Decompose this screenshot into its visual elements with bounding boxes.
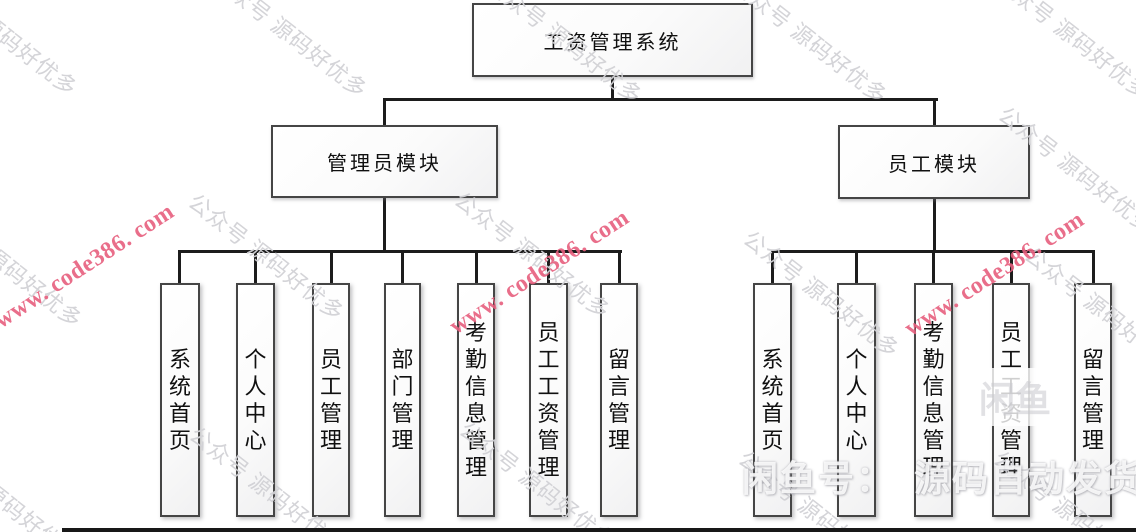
leaf-node-admin-salary-mgmt: 员工工资管理 (529, 283, 568, 517)
connector-leaf-stub (254, 250, 257, 285)
leaf-node-admin-employee-mgmt: 员工管理 (312, 283, 350, 517)
module-node-label: 员工模块 (888, 153, 980, 176)
leaf-label: 留言管理 (1081, 347, 1104, 453)
connector-leaf-stub (547, 250, 550, 285)
root-node-label: 工资管理系统 (543, 31, 682, 54)
connector-leaf-stub (932, 250, 935, 285)
leaf-label: 部门管理 (391, 347, 414, 453)
leaf-label: 系统首页 (761, 347, 784, 453)
leaf-node-staff-attendance-mgmt: 考勤信息管理 (914, 283, 953, 517)
leaf-node-staff-salary-mgmt: 员工工资管理 (992, 283, 1030, 517)
leaf-label: 个人中心 (244, 347, 267, 453)
leaf-node-staff-home: 系统首页 (753, 283, 792, 517)
leaf-label: 员工管理 (319, 347, 342, 453)
connector-leaf-stub (1092, 250, 1095, 285)
leaf-node-admin-department-mgmt: 部门管理 (384, 283, 421, 517)
leaf-label: 员工工资管理 (537, 320, 560, 480)
leaf-node-staff-message-mgmt: 留言管理 (1074, 283, 1112, 517)
root-node-salary-system: 工资管理系统 (472, 3, 753, 77)
connector-main-horizontal (383, 98, 938, 101)
module-node-admin: 管理员模块 (271, 125, 498, 198)
leaf-node-admin-personal-center: 个人中心 (236, 283, 275, 517)
watermark-wechat: 公众号 源码好优多 (206, 0, 373, 103)
connector-leaf-stub (771, 250, 774, 285)
connector-admin-drop (383, 98, 386, 127)
leaf-label: 考勤信息管理 (922, 320, 945, 480)
watermark-code386: www. code386. com (0, 198, 179, 334)
leaf-label: 员工工资管理 (999, 320, 1022, 480)
leaf-label: 留言管理 (607, 347, 630, 453)
connector-staff-drop (933, 98, 936, 127)
connector-admin-down (383, 196, 386, 253)
leaf-node-staff-personal-center: 个人中心 (837, 283, 876, 517)
connector-leaf-stub (1010, 250, 1013, 285)
connector-leaf-stub (475, 250, 478, 285)
module-node-label: 管理员模块 (327, 153, 442, 175)
leaf-node-admin-home: 系统首页 (160, 283, 200, 517)
connector-root-stub (611, 75, 614, 101)
module-node-staff: 员工模块 (838, 125, 1030, 199)
connector-leaf-stub (401, 250, 404, 285)
connector-leaf-stub (618, 250, 621, 285)
watermark-wechat: 公众号 源码好优多 (0, 0, 83, 101)
connector-leaf-stub (330, 250, 333, 285)
connector-staff-down (933, 197, 936, 253)
leaf-node-admin-message-mgmt: 留言管理 (600, 283, 638, 517)
leaf-label: 系统首页 (168, 347, 191, 453)
leaf-label: 考勤信息管理 (464, 320, 487, 480)
leaf-node-admin-attendance-mgmt: 考勤信息管理 (457, 283, 495, 517)
watermark-wechat: 公众号 源码好优多 (990, 0, 1136, 105)
connector-leaf-stub (178, 250, 181, 285)
connector-leaf-stub (855, 250, 858, 285)
watermark-wechat: 公众号 源码好优多 (0, 432, 86, 532)
watermark-wechat: 公众号 源码好优多 (0, 196, 88, 333)
leaf-label: 个人中心 (845, 347, 868, 453)
bottom-edge-line (62, 528, 1136, 532)
connector-admin-horizontal (178, 250, 622, 253)
